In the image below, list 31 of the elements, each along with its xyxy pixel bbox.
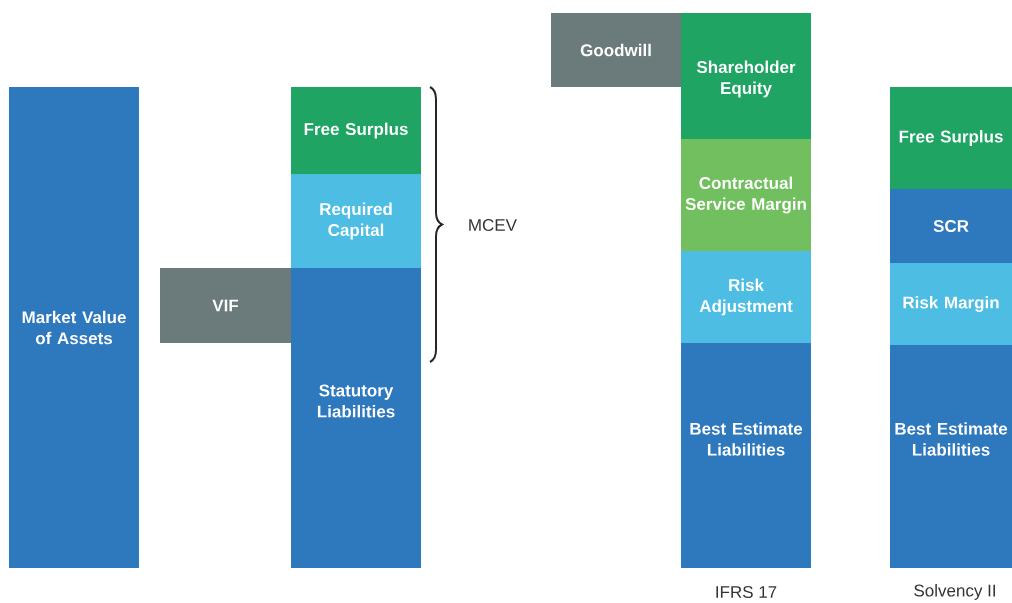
group-label: Solvency II <box>914 584 995 600</box>
stacked-bar-segment <box>890 263 1012 345</box>
bar-label: Required Capital <box>320 202 392 240</box>
offset-block <box>551 13 681 87</box>
bar-label: Goodwill <box>580 43 651 57</box>
stacked-bar-segment <box>681 343 811 568</box>
bar-label: Free Surplus <box>899 130 1003 146</box>
bar-label: Risk Margin <box>903 296 999 312</box>
offset-block <box>160 268 291 343</box>
bar-label: Shareholder Equity <box>696 60 796 98</box>
bar-label: SCR <box>933 220 969 233</box>
bar-label: Risk Adjustment <box>699 278 793 316</box>
stacked-bar-segment <box>681 13 811 139</box>
stacked-bar-segment <box>9 87 139 568</box>
bar-label: Statutory Liabilities <box>317 384 395 418</box>
bar-label: Market Value of Assets <box>22 310 126 345</box>
group-label: MCEV <box>469 219 517 232</box>
stacked-bar-segment <box>890 345 1012 568</box>
bar-label: Best Estimate Liabilities <box>895 422 1008 456</box>
stacked-bar-segment <box>681 139 811 251</box>
bar-label: Free Surplus <box>304 122 408 139</box>
bar-label: VIF <box>212 299 239 312</box>
stacked-bar-segment <box>890 87 1012 189</box>
stacked-bar-segment <box>681 251 811 343</box>
bar-label: Best Estimate Liabilities <box>690 422 803 456</box>
stacked-bar-segment <box>291 174 421 268</box>
group-label: IFRS 17 <box>716 586 777 599</box>
bar-label: Contractual Service Margin <box>685 176 806 214</box>
stacked-bar-segment <box>291 87 421 174</box>
stacked-bar-segment <box>890 189 1012 263</box>
stacked-bar-segment <box>291 268 421 568</box>
